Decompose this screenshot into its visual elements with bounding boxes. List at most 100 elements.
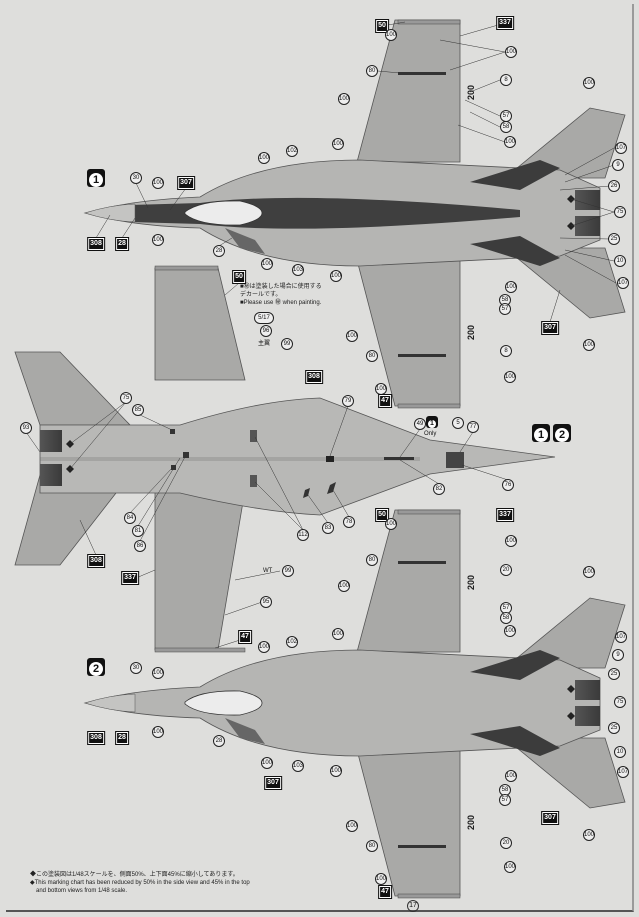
- decal-callout-95: 95: [260, 596, 272, 608]
- decal-callout-78: 78: [343, 516, 355, 528]
- scheme-badge-1-bottom: 1: [532, 424, 550, 442]
- decal-callout-30: 30: [130, 662, 142, 674]
- decal-callout-20: 20: [500, 564, 512, 576]
- decal-callout-47: 47: [378, 394, 392, 408]
- decal-callout-107: 107: [617, 766, 629, 778]
- decal-callout-96: 96: [260, 325, 272, 337]
- decal-callout-100: 100: [504, 136, 516, 148]
- decal-callout-75: 75: [120, 392, 132, 404]
- decal-callout-100: 100: [385, 518, 397, 530]
- scheme-badge-2-bottom: 2: [553, 424, 571, 442]
- decal-callout-107: 107: [615, 142, 627, 154]
- decal-callout-86: 86: [134, 540, 146, 552]
- decal-callout-107: 107: [615, 631, 627, 643]
- decal-callout-84: 84: [124, 512, 136, 524]
- decal-callout-57: 57: [499, 794, 511, 806]
- decal-callout-307: 307: [541, 811, 559, 825]
- decal-callout-100: 100: [152, 726, 164, 738]
- footnote-en-line-2: and bottom views from 1/48 scale.: [36, 888, 128, 894]
- decal-location-label: WT: [263, 568, 273, 574]
- decal-callout-9: 9: [612, 159, 624, 171]
- decal-callout-76: 76: [502, 479, 514, 491]
- decal-callout-8: 8: [500, 74, 512, 86]
- decal-callout-80: 80: [366, 554, 378, 566]
- decal-callout-100: 100: [152, 177, 164, 189]
- decal-callout-100: 100: [583, 829, 595, 841]
- decal-callout-82: 82: [433, 483, 445, 495]
- decal-callout-100: 100: [346, 330, 358, 342]
- scheme-badge-2-top: 2: [87, 658, 105, 676]
- decal-callout-100: 100: [504, 861, 516, 873]
- only-label: Only: [424, 431, 437, 437]
- decal-callout-25: 25: [608, 722, 620, 734]
- decal-callout-100: 100: [330, 765, 342, 777]
- decal-callout-99: 99: [282, 565, 294, 577]
- decal-callout-100: 100: [375, 873, 387, 885]
- decal-callout-100: 100: [338, 580, 350, 592]
- page-number: 17: [407, 900, 419, 912]
- decal-callout-8: 8: [500, 345, 512, 357]
- decal-callout-337: 337: [121, 571, 139, 585]
- decal-callout-308: 308: [305, 370, 323, 384]
- decal-callout-57: 57: [499, 303, 511, 315]
- decal-callout-50: 50: [232, 270, 246, 284]
- bottom-view-schemes-1-2: [14, 265, 556, 653]
- decal-callout-100: 100: [330, 270, 342, 282]
- decal-callout-58: 58: [500, 612, 512, 624]
- decal-callout-75: 75: [614, 696, 626, 708]
- decal-callout-102: 102: [286, 636, 298, 648]
- decal-callout-100: 100: [505, 770, 517, 782]
- decal-callout-30: 30: [130, 172, 142, 184]
- decal-callout-47: 47: [238, 630, 252, 644]
- svg-text:200: 200: [466, 575, 476, 590]
- decal-callout-81: 81: [132, 525, 144, 537]
- decal-callout-307: 307: [541, 321, 559, 335]
- footnote-ja: ◆この塗装図は1/48スケールを、側面50%、上下面45%に縮小してあります。: [30, 872, 239, 878]
- decal-callout-308: 308: [87, 237, 105, 251]
- svg-text:200: 200: [466, 815, 476, 830]
- decal-callout-308: 308: [87, 731, 105, 745]
- decal-callout-100: 100: [504, 371, 516, 383]
- decal-callout-107: 107: [617, 277, 629, 289]
- decal-callout-103: 103: [292, 760, 304, 772]
- decal-callout-100: 100: [583, 566, 595, 578]
- decal-callout-10: 10: [614, 746, 626, 758]
- decal-callout-99: 99: [281, 338, 293, 350]
- scheme-badge-1-top: 1: [87, 169, 105, 187]
- page-frame: [6, 4, 634, 912]
- svg-text:200: 200: [466, 325, 476, 340]
- decal-callout-28: 28: [115, 731, 129, 745]
- decal-callout-112: 112: [297, 529, 309, 541]
- decal-callout-80: 80: [366, 350, 378, 362]
- decal-callout-49: 49: [414, 418, 426, 430]
- decal-callout-9: 9: [612, 649, 624, 661]
- decal-callout-85: 85: [132, 404, 144, 416]
- decal-callout-58: 58: [500, 121, 512, 133]
- decal-callout-100: 100: [332, 138, 344, 150]
- painting-note: ■㊙は塗装した場合に使用する デカールです。 ■Please use ㊙ whe…: [240, 283, 322, 307]
- top-view-scheme-2: [83, 509, 626, 899]
- decal-callout-47: 47: [378, 885, 392, 899]
- decal-callout-100: 100: [258, 152, 270, 164]
- decal-callout-100: 100: [152, 234, 164, 246]
- footnote-en-line-1: ◆This marking chart has been reduced by …: [30, 880, 250, 886]
- leader-lines: [25, 21, 617, 649]
- decal-callout-308: 308: [87, 554, 105, 568]
- decal-callout-28: 28: [115, 237, 129, 251]
- decal-callout-80: 80: [366, 840, 378, 852]
- decal-callout-100: 100: [505, 535, 517, 547]
- decal-callout-25: 25: [608, 233, 620, 245]
- decal-callout-10: 10: [614, 255, 626, 267]
- decal-callout-50: 50: [375, 19, 389, 33]
- decal-callout-80: 80: [366, 65, 378, 77]
- decal-callout-337: 337: [496, 508, 514, 522]
- decal-callout-103: 103: [292, 264, 304, 276]
- painting-note-ja-1: ■㊙は塗装した場合に使用する: [240, 284, 322, 290]
- decal-callout-307: 307: [177, 176, 195, 190]
- decal-callout-100: 100: [258, 641, 270, 653]
- decal-callout-100: 100: [261, 258, 273, 270]
- decal-callout-337: 337: [496, 16, 514, 30]
- decal-callout-75: 75: [614, 206, 626, 218]
